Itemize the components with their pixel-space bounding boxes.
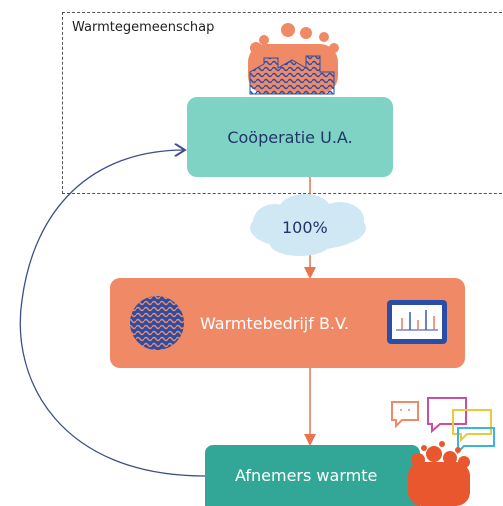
company-label: Warmtebedrijf B.V. — [200, 314, 349, 333]
ownership-cloud — [250, 194, 366, 256]
cooperative-box: Coöperatie U.A. — [187, 97, 393, 177]
heat-globe-icon — [130, 296, 184, 350]
community-label: Warmtegemeenschap — [72, 20, 215, 35]
customers-box: Afnemers warmte — [205, 445, 420, 506]
customers-label: Afnemers warmte — [235, 466, 378, 485]
community-illustration — [248, 23, 339, 95]
ownership-label: 100% — [282, 218, 328, 237]
monitor-icon — [387, 300, 447, 344]
community-boundary — [62, 12, 503, 194]
feedback-arrow — [19, 150, 206, 477]
cooperative-label: Coöperatie U.A. — [227, 127, 353, 147]
crowd-icon — [408, 441, 470, 506]
